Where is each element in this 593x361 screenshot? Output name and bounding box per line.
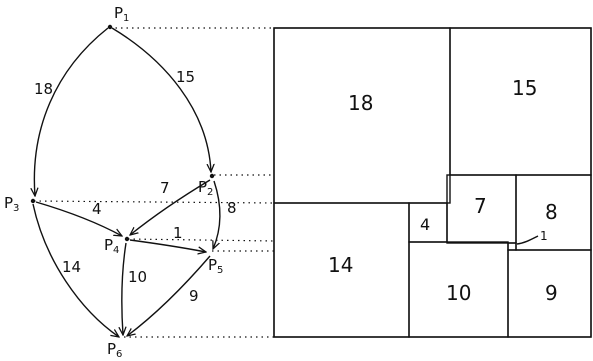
edge-p4-p5 bbox=[129, 239, 206, 252]
guide-line-p4 bbox=[127, 238, 275, 242]
edge-label-p4-p6: 10 bbox=[128, 268, 147, 286]
square-1-pointer bbox=[516, 235, 539, 245]
edge-label-p3-p4: 4 bbox=[92, 200, 102, 218]
square-14-label: 14 bbox=[328, 253, 353, 277]
square-9-label: 9 bbox=[545, 281, 558, 305]
square-15 bbox=[449, 27, 592, 176]
edge-p3-p6 bbox=[32, 203, 119, 337]
edge-label-p2-p4: 7 bbox=[160, 179, 170, 197]
guide-lines bbox=[33, 27, 275, 338]
graph-node-labels: P1 P2 P3 P4 P5 P6 bbox=[4, 4, 223, 360]
edge-p2-p5 bbox=[213, 180, 221, 249]
node-label-p5: P5 bbox=[208, 256, 223, 276]
graph-edges bbox=[32, 27, 221, 337]
graph-edge-labels: 18 15 7 8 4 1 14 10 9 bbox=[34, 68, 237, 305]
edge-p1-p3 bbox=[34, 27, 109, 196]
square-7-label: 7 bbox=[474, 194, 487, 218]
square-8-label: 8 bbox=[545, 200, 558, 224]
tiling-outer-rectangle bbox=[273, 27, 592, 338]
guide-line-p3 bbox=[33, 200, 275, 204]
square-10-label: 10 bbox=[446, 281, 471, 305]
node-dot-p4 bbox=[124, 236, 130, 242]
edge-label-p1-p3: 18 bbox=[34, 80, 53, 98]
node-label-p3: P3 bbox=[4, 194, 19, 214]
edge-p1-p2 bbox=[111, 27, 211, 172]
edge-label-p1-p2: 15 bbox=[176, 68, 195, 86]
square-15-label: 15 bbox=[512, 76, 537, 100]
edge-label-p4-p5: 1 bbox=[173, 224, 183, 242]
edge-label-p3-p6: 14 bbox=[62, 258, 81, 276]
edge-p2-p4 bbox=[130, 179, 211, 235]
graph-node-dots bbox=[30, 24, 215, 242]
node-dot-p2 bbox=[209, 173, 215, 179]
edge-label-p2-p5: 8 bbox=[227, 199, 237, 217]
edge-p4-p6 bbox=[122, 242, 127, 335]
node-label-p1: P1 bbox=[114, 4, 129, 24]
square-4-label: 4 bbox=[420, 215, 430, 234]
square-18 bbox=[273, 27, 451, 204]
node-label-p6: P6 bbox=[107, 340, 122, 360]
edge-p5-p6 bbox=[127, 255, 211, 336]
square-1 bbox=[507, 242, 517, 251]
node-label-p4: P4 bbox=[104, 236, 119, 256]
square-1-label: 1 bbox=[540, 229, 548, 243]
square-18-label: 18 bbox=[348, 91, 373, 115]
square-tiling: 18 15 14 4 7 8 1 10 9 bbox=[273, 27, 592, 338]
edge-p3-p4 bbox=[35, 201, 122, 236]
edge-label-p5-p6: 9 bbox=[189, 287, 199, 305]
node-label-p2: P2 bbox=[198, 178, 213, 198]
node-dot-p3 bbox=[30, 198, 36, 204]
square-9 bbox=[507, 249, 592, 338]
node-dot-p1 bbox=[107, 24, 113, 30]
